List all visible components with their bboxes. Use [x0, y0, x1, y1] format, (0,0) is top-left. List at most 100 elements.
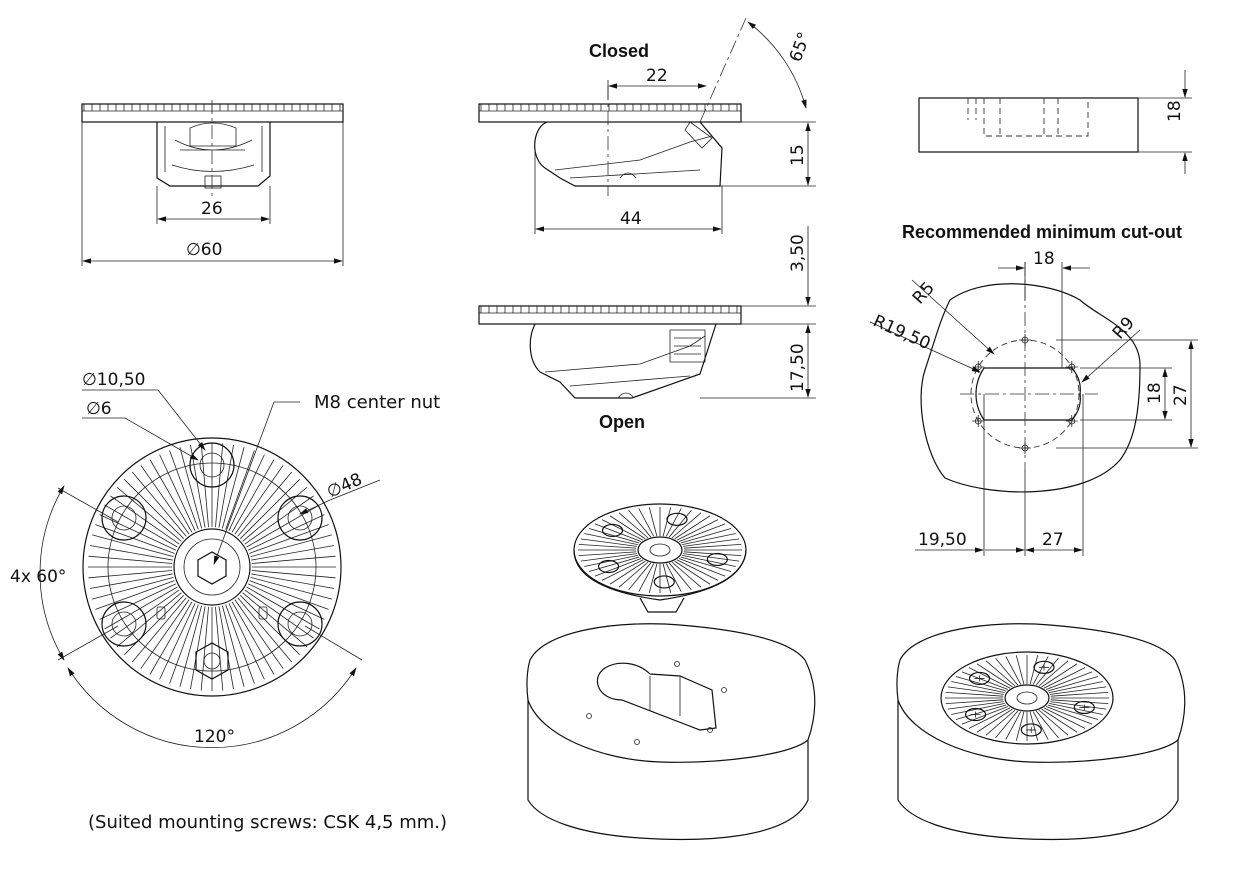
- cutout-hole-cross: [1065, 415, 1078, 427]
- isometric-plate: [573, 503, 747, 613]
- radial-rib: [248, 583, 325, 620]
- iso-rib: [609, 560, 646, 585]
- radial-rib: [104, 504, 178, 548]
- dim-r5: R5: [909, 278, 939, 308]
- radial-rib: [251, 570, 336, 579]
- iso-rib: [1043, 667, 1086, 689]
- dim-cut-18-top: 18: [1033, 249, 1055, 269]
- dim-dia-60: ∅60: [186, 240, 222, 260]
- iso-hole: [653, 575, 675, 589]
- dim-17-50: 17,50: [788, 343, 808, 392]
- iso-rib: [945, 691, 1004, 697]
- dim-cut-27-side: 27: [1171, 384, 1191, 406]
- radial-rib: [131, 471, 187, 537]
- iso-rib: [1047, 676, 1099, 692]
- radial-rib: [240, 595, 300, 655]
- iso-rib: [1050, 701, 1107, 710]
- radial-rib: [218, 444, 234, 528]
- radial-rib: [231, 459, 275, 533]
- radial-rib: [116, 486, 182, 542]
- radial-rib: [237, 597, 293, 663]
- dim-120: 120°: [194, 727, 235, 747]
- iso-rib: [955, 704, 1007, 720]
- radial-rib: [244, 495, 314, 545]
- cutout-hole-cross: [972, 415, 985, 427]
- iso-rib: [671, 512, 702, 539]
- iso-rib: [985, 709, 1016, 736]
- iso-rib: [578, 551, 637, 557]
- cutout-hole-cross: [1019, 442, 1031, 454]
- radial-rib: [140, 465, 190, 535]
- iso-rib: [578, 543, 637, 549]
- iso-rib: [674, 560, 711, 585]
- iso-rib: [1015, 711, 1025, 741]
- iso-rib: [961, 671, 1009, 690]
- screw-cross: [1026, 726, 1037, 733]
- dim-angle-65: 65°: [786, 30, 815, 65]
- radial-rib: [250, 534, 332, 558]
- iso-rib: [1005, 656, 1022, 685]
- radial-rib: [95, 524, 175, 554]
- radial-rib: [88, 555, 173, 564]
- iso-rib: [628, 562, 652, 590]
- open-side-view: [478, 226, 816, 399]
- iso-rib: [628, 510, 652, 538]
- dim-3-50: 3,50: [788, 234, 808, 272]
- mounting-hole-inner: [111, 505, 137, 531]
- iso-rib: [678, 523, 726, 542]
- radial-rib: [140, 599, 190, 669]
- radial-rib: [99, 514, 176, 551]
- screw-head: [968, 671, 991, 686]
- iso-rib: [1045, 706, 1093, 725]
- iso-rib: [945, 699, 1004, 705]
- open-plate-serrations: [479, 306, 741, 314]
- iso-rib: [671, 561, 702, 588]
- iso-rib: [1047, 704, 1099, 720]
- iso-rib: [1035, 710, 1059, 738]
- iso-rib: [995, 658, 1019, 686]
- radial-rib: [251, 573, 335, 589]
- mounting-hole-inner: [111, 611, 137, 637]
- iso-rib: [668, 562, 692, 590]
- iso-rib: [618, 512, 649, 539]
- iso-rib: [683, 538, 740, 547]
- mounting-hole: [101, 601, 147, 647]
- radial-rib: [124, 595, 184, 655]
- iso-rib: [985, 660, 1016, 687]
- iso-rib: [584, 533, 638, 546]
- iso-rib: [588, 556, 640, 572]
- iso-rib: [976, 708, 1013, 733]
- radial-rib: [131, 597, 187, 663]
- iso-rib: [1029, 711, 1039, 741]
- iso-rib: [683, 553, 740, 562]
- label-closed: Closed: [589, 41, 649, 61]
- radial-rib: [92, 576, 174, 600]
- iso-rib: [951, 681, 1005, 694]
- radial-rib: [95, 580, 175, 610]
- dim-block-18: 18: [1165, 100, 1185, 122]
- iso-rib: [674, 515, 711, 540]
- dim-dia-10-50: ∅10,50: [82, 370, 145, 390]
- iso-rib: [618, 561, 649, 588]
- iso-rib: [601, 559, 644, 581]
- radial-rib: [159, 603, 196, 680]
- iso-rib: [1043, 707, 1086, 729]
- top-view-radial-ribs: [88, 443, 336, 691]
- radial-rib: [225, 450, 255, 530]
- dim-22: 22: [646, 66, 668, 86]
- radial-rib: [221, 447, 245, 529]
- iso-rib: [638, 508, 655, 537]
- radial-rib: [169, 450, 199, 530]
- top-view-mounting-holes: [101, 442, 323, 647]
- iso-rib: [662, 507, 672, 537]
- radial-rib: [242, 592, 308, 648]
- radial-rib: [124, 479, 184, 539]
- dim-r9: R9: [1109, 313, 1139, 343]
- screw-cross: [970, 711, 981, 718]
- radial-rib: [110, 589, 180, 639]
- iso-rib: [682, 554, 736, 567]
- radial-rib: [89, 573, 173, 589]
- radial-rib: [250, 576, 332, 600]
- iso-rib: [682, 533, 736, 546]
